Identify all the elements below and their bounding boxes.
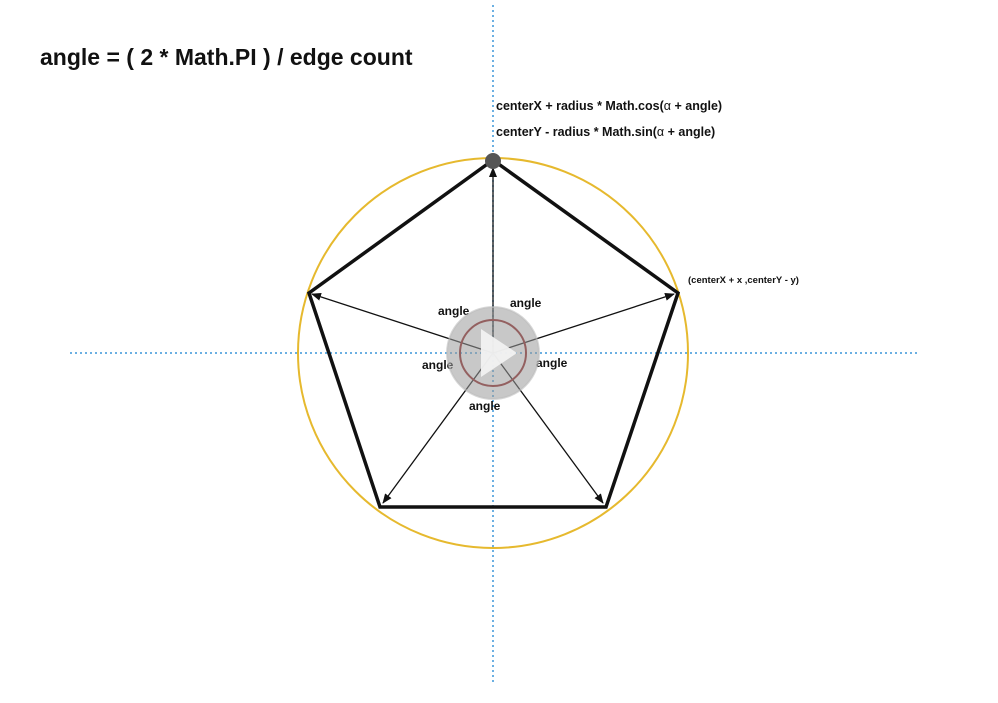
angle-label-right: angle [536,356,568,370]
play-button[interactable] [446,306,540,400]
pentagon [306,157,681,509]
vertex-coordinate-label: (centerX + x ,centerY - y) [688,275,799,286]
angle-label-bottom: angle [469,399,501,413]
angle-label-top-left: angle [438,304,470,318]
title-formula: angle = ( 2 * Math.PI ) / edge count [40,44,413,70]
angle-label-left: angle [422,358,454,372]
vertex-dot [485,153,501,169]
formula-y: centerY - radius * Math.sin(α + angle) [496,125,715,139]
formula-x: centerX + radius * Math.cos(α + angle) [496,99,722,113]
play-icon [481,329,517,377]
angle-label-top-right: angle [510,296,542,310]
